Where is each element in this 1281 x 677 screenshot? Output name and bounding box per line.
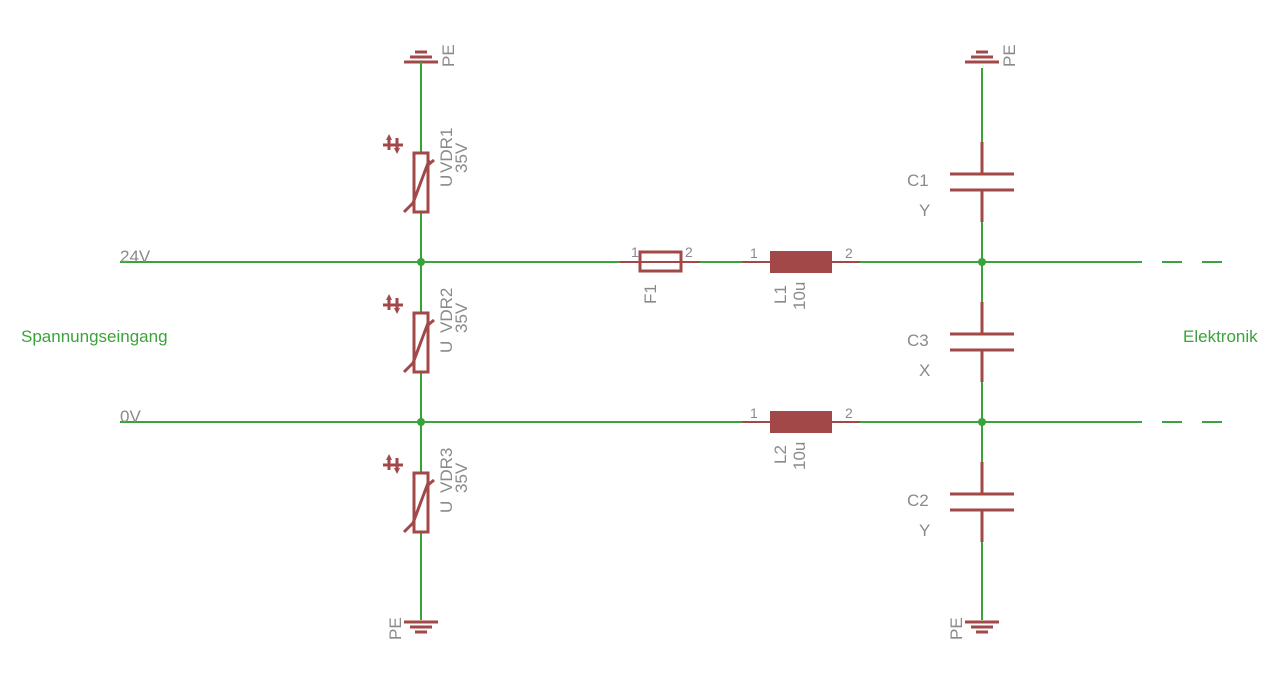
- junction-dot: [417, 258, 425, 266]
- capacitor-value: Y: [919, 201, 930, 220]
- fuse-pin1: 1: [631, 244, 639, 260]
- inductor-pin2: 2: [845, 245, 853, 261]
- varistor-name: VDR3: [437, 448, 456, 493]
- junction-dot: [417, 418, 425, 426]
- varistor-mark: U: [437, 341, 456, 353]
- varistor-mark: U: [437, 501, 456, 513]
- ground-label: PE: [1000, 44, 1019, 67]
- capacitor-name: C2: [907, 491, 929, 510]
- varistor-arrows-icon: [383, 294, 403, 314]
- section-label-output: Elektronik: [1183, 327, 1258, 346]
- inductor-name: L2: [771, 445, 790, 464]
- varistor-value: 35V: [452, 302, 471, 333]
- varistor-arrows-icon: [383, 454, 403, 474]
- varistor-value: 35V: [452, 142, 471, 173]
- junction-dot: [978, 258, 986, 266]
- section-label-input: Spannungseingang: [21, 327, 168, 346]
- varistor-mark: U: [437, 175, 456, 187]
- ground-symbol-top-left: PE: [404, 44, 458, 68]
- fuse-f1: 1 2 F1: [620, 244, 700, 304]
- inductor-pin1: 1: [750, 405, 758, 421]
- capacitor-c3: C3 X: [907, 302, 1014, 382]
- varistor-arrows-icon: [383, 134, 403, 154]
- capacitor-name: C3: [907, 331, 929, 350]
- varistor-vdr3: U VDR3 35V: [383, 448, 471, 534]
- varistor-value: 35V: [452, 462, 471, 493]
- inductor-value: 10u: [790, 282, 809, 310]
- capacitor-name: C1: [907, 171, 929, 190]
- inductor-pin2: 2: [845, 405, 853, 421]
- capacitor-c2: C2 Y: [907, 462, 1014, 542]
- ground-symbol-top-right: PE: [965, 44, 1019, 67]
- capacitor-value: Y: [919, 521, 930, 540]
- net-label-24v: 24V: [120, 247, 151, 266]
- capacitor-value: X: [919, 361, 930, 380]
- inductor-l2: 1 2 L2 10u: [742, 405, 860, 470]
- junction-dot: [978, 418, 986, 426]
- varistor-name: VDR2: [437, 288, 456, 333]
- inductor-name: L1: [771, 285, 790, 304]
- inductor-value: 10u: [790, 442, 809, 470]
- fuse-pin2: 2: [685, 244, 693, 260]
- ground-symbol-bottom-right: PE: [947, 617, 999, 640]
- ground-label: PE: [947, 617, 966, 640]
- inductor-l1: 1 2 L1 10u: [742, 245, 860, 310]
- net-label-0v: 0V: [120, 407, 141, 426]
- wires: [120, 68, 1222, 620]
- fuse-name: F1: [641, 284, 660, 304]
- ground-symbol-bottom-left: PE: [386, 617, 438, 640]
- varistor-vdr1: U VDR1 35V: [383, 128, 471, 214]
- ground-label: PE: [386, 617, 405, 640]
- ground-label: PE: [439, 44, 458, 67]
- capacitor-c1: C1 Y: [907, 142, 1014, 222]
- varistor-vdr2: U VDR2 35V: [383, 288, 471, 374]
- inductor-pin1: 1: [750, 245, 758, 261]
- varistor-name: VDR1: [437, 128, 456, 173]
